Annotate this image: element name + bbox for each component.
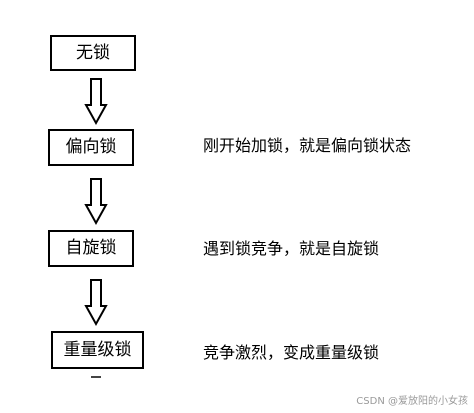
state-label-biased-lock: 偏向锁 — [65, 137, 117, 157]
state-label-heavyweight-lock: 重量级锁 — [63, 339, 132, 360]
note-biased-lock: 刚开始加锁，就是偏向锁状态 — [203, 136, 412, 155]
state-box-biased-lock: 偏向锁 — [48, 129, 134, 166]
note-spin-lock: 遇到锁竞争，就是自旋锁 — [203, 239, 380, 258]
state-box-no-lock: 无锁 — [50, 35, 136, 71]
dash-mark — [91, 376, 101, 378]
state-box-spin-lock: 自旋锁 — [48, 230, 134, 267]
down-arrow-icon — [84, 279, 108, 327]
down-arrow-icon — [84, 78, 108, 126]
watermark: CSDN @爱放阳的小女孩 — [356, 396, 468, 407]
state-box-heavyweight-lock: 重量级锁 — [51, 331, 144, 369]
state-label-spin-lock: 自旋锁 — [65, 238, 117, 258]
note-heavyweight-lock: 竞争激烈，变成重量级锁 — [203, 343, 380, 362]
down-arrow-icon — [84, 178, 108, 226]
state-label-no-lock: 无锁 — [76, 42, 110, 63]
